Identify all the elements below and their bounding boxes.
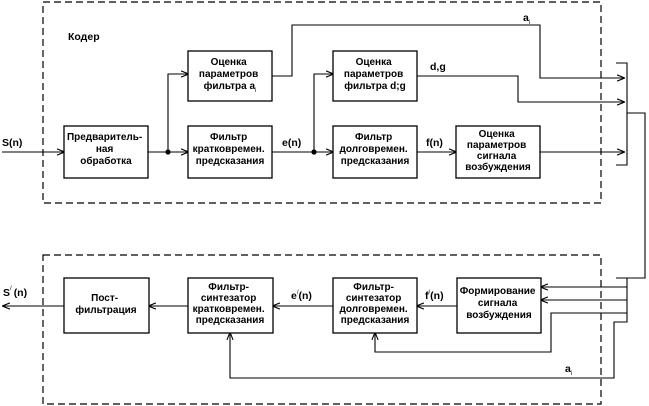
a-to-short-synth <box>230 321 627 379</box>
output-signal-label: S/(n) <box>3 286 27 299</box>
block-excitation-estimate: Оценка параметров сигнала возбуждения <box>455 125 541 179</box>
coder-label: Кодер <box>68 31 100 43</box>
svg-text:Фильтр- синтезатор: Фильтр- синтезатор кратковремен. предска… <box>193 282 268 326</box>
svg-text:Предваритель- ная: Предваритель- ная обработка <box>67 132 145 167</box>
multiplexer-bracket <box>616 62 628 166</box>
svg-text:Оценка параметров: Оценка параметров фильтра ai <box>199 57 261 94</box>
input-signal-label: S(n) <box>2 137 22 149</box>
svg-text:Пост- фильтрация: Пост- фильтрация <box>75 293 136 316</box>
branch-to-est-dg <box>313 74 333 152</box>
signal-a-top-label: ai <box>523 12 530 26</box>
signal-dg-label: d,g <box>430 61 446 73</box>
signal-f-prime-label: f/(n) <box>425 290 444 302</box>
signal-e-prime-label: e/(n) <box>291 290 312 302</box>
svg-text:Формирование сигнала: Формирование сигнала возбуждения <box>460 286 539 321</box>
block-estimate-a: Оценка параметров фильтра ai <box>187 50 273 102</box>
block-postfilter: Пост- фильтрация <box>63 277 150 334</box>
block-short-term-synth: Фильтр- синтезатор кратковремен. предска… <box>187 277 274 334</box>
svg-text:Оценка параметров: Оценка параметров сигнала возбуждения <box>465 129 531 173</box>
svg-text:Оценка параметров: Оценка параметров фильтра d;g <box>344 57 406 92</box>
channel-line <box>627 112 646 279</box>
dg-line <box>417 75 624 102</box>
block-excitation-form: Формирование сигнала возбуждения <box>456 277 542 334</box>
block-short-term-filter: Фильтр кратковремен. предсказания <box>187 125 273 179</box>
block-long-term-synth: Фильтр- синтезатор долговремен. предсказ… <box>332 277 418 334</box>
signal-a-bottom-label: ai <box>565 363 572 377</box>
block-long-term-filter: Фильтр долговремен. предсказания <box>332 125 418 179</box>
signal-e-label: e(n) <box>282 137 301 149</box>
dg-to-long-synth <box>375 312 627 353</box>
a-coef-line <box>272 24 624 78</box>
svg-text:Фильтр кратковремен.: Фильтр кратковремен. предсказания <box>193 132 268 167</box>
svg-text:Фильтр долговремен.: Фильтр долговремен. предсказания <box>340 132 411 167</box>
svg-text:Фильтр- синтезатор: Фильтр- синтезатор долговремен. предсказ… <box>340 282 411 326</box>
branch-to-est-a <box>167 74 188 152</box>
coder-frame <box>42 1 602 204</box>
block-preprocess: Предваритель- ная обработка <box>63 125 149 179</box>
signal-f-label: f(n) <box>426 137 443 149</box>
decoder-frame <box>42 254 602 405</box>
block-estimate-dg: Оценка параметров фильтра d;g <box>332 50 418 102</box>
